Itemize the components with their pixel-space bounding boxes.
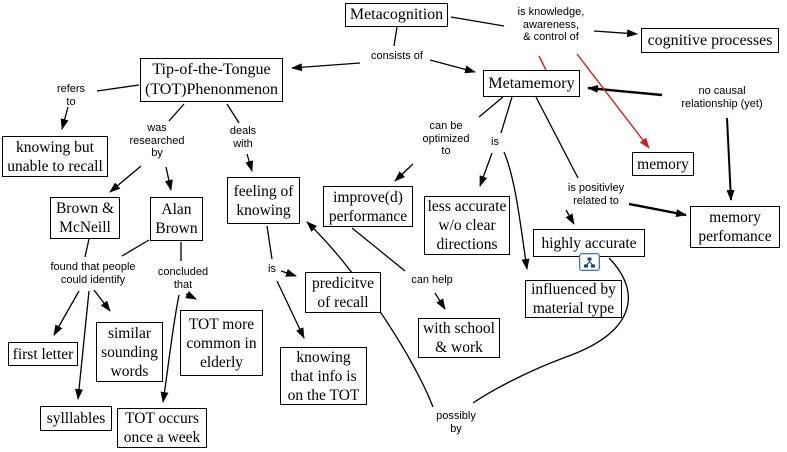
link-label-can-be-optimized-to: can be optimized to bbox=[422, 120, 470, 157]
edge-consistsof-tot bbox=[291, 62, 361, 72]
edge-ispositively-highlyaccurate bbox=[565, 209, 575, 225]
edge-improved-canhelp bbox=[351, 227, 406, 272]
node-tot-once-week[interactable]: TOT occurs once a week bbox=[117, 408, 207, 448]
node-syllables[interactable]: sylllables bbox=[40, 406, 112, 431]
edge-metacognition-isknowledge bbox=[450, 16, 505, 27]
node-feeling-of-knowing[interactable]: feeling of knowing bbox=[227, 177, 300, 224]
edge-tot-refersto bbox=[96, 84, 140, 92]
node-metamemory[interactable]: Metamemory bbox=[483, 70, 580, 97]
link-label-no-causal: no causal relationship (yet) bbox=[681, 85, 763, 110]
link-label-is-knowledge: is knowledge, awareness, & control of bbox=[517, 6, 585, 43]
link-label-deals-with: deals with bbox=[229, 125, 257, 150]
node-knowing-but-unable[interactable]: knowing but unable to recall bbox=[2, 136, 108, 177]
mini-cmap-glyph bbox=[584, 257, 595, 267]
link-label-can-help: can help bbox=[411, 274, 453, 286]
link-label-is-positively-related: is positivley related to bbox=[567, 182, 625, 207]
node-knowing-info-tot[interactable]: knowing that info is on the TOT bbox=[280, 347, 367, 405]
node-influenced-by-material[interactable]: influenced by material type bbox=[525, 280, 622, 318]
link-label-is-fok: is bbox=[268, 263, 276, 275]
node-similar-sounding[interactable]: similar sounding words bbox=[96, 322, 163, 382]
edge-alanbrown-foundthat bbox=[121, 239, 150, 257]
edge-metacognition-consistsof bbox=[393, 26, 398, 47]
edge-foundthat-syllables bbox=[75, 290, 90, 400]
edge-is-lessaccurate bbox=[479, 152, 493, 187]
link-label-was-researched-by: was researched by bbox=[129, 122, 185, 159]
edge-is-predictive bbox=[280, 269, 297, 277]
node-tot-phenomenon[interactable]: Tip-of-the-Tongue (TOT)Phenonmenon bbox=[140, 58, 283, 102]
edge-tot-dealswith bbox=[226, 103, 240, 124]
edge-isknowledge-cognitiveprocesses bbox=[593, 29, 638, 38]
edge-wasresearched-alanbrown bbox=[164, 166, 173, 191]
link-label-concluded-that: concluded that bbox=[157, 266, 209, 291]
node-with-school-work[interactable]: with school & work bbox=[418, 318, 500, 358]
link-label-possibly-by: possibly by bbox=[436, 410, 476, 435]
edge-foundthat-similarsounding bbox=[93, 289, 111, 312]
linked-cmap-resource-icon[interactable] bbox=[579, 253, 600, 271]
edge-concludedthat-totelderly bbox=[185, 290, 197, 300]
edge-foundthat-firstletter bbox=[53, 290, 80, 336]
node-improved-performance[interactable]: improve(d) performance bbox=[323, 186, 413, 227]
node-first-letter[interactable]: first letter bbox=[8, 342, 78, 366]
edge-canbeoptimized-improved bbox=[394, 163, 414, 182]
edge-feeling-is bbox=[266, 225, 273, 260]
node-alan-brown[interactable]: Alan Brown bbox=[150, 197, 203, 241]
node-memory-performance[interactable]: memory perfomance bbox=[690, 206, 780, 248]
edge-brownmcneill-foundthat bbox=[84, 238, 90, 258]
edge-metamemory-is bbox=[500, 96, 513, 134]
edge-metamemory-ispositively bbox=[535, 96, 579, 179]
edge-metamemory-canbeoptimized bbox=[478, 96, 504, 118]
edge-nocausal-memoryperformance bbox=[726, 117, 735, 201]
edge-consistsof-metamemory bbox=[429, 59, 476, 74]
node-predictive-of-recall[interactable]: predicitve of recall bbox=[305, 272, 381, 313]
edge-concludedthat-totweek bbox=[160, 294, 180, 403]
node-less-accurate[interactable]: less accurate w/o clear directions bbox=[424, 196, 510, 255]
edge-refersto-knowingbut bbox=[60, 106, 69, 130]
link-label-is-metamemory: is bbox=[491, 136, 499, 148]
edge-canhelp-withschool bbox=[434, 292, 446, 310]
edge-nocausal-metamemory bbox=[587, 84, 663, 97]
node-highly-accurate[interactable]: highly accurate bbox=[533, 229, 645, 257]
edge-is-influencedby bbox=[503, 151, 530, 270]
node-tot-elderly[interactable]: TOT more common in elderly bbox=[180, 310, 263, 376]
node-brown-mcneill[interactable]: Brown & McNeill bbox=[50, 197, 120, 239]
node-metacognition[interactable]: Metacognition bbox=[345, 3, 448, 27]
link-label-consists-of: consists of bbox=[371, 50, 423, 62]
edge-highlyaccurate-possiblyby bbox=[472, 257, 629, 404]
edge-dealswith-feeling bbox=[245, 153, 254, 172]
edge-red-isknowledge-memory bbox=[576, 53, 650, 149]
edge-ispositively-memoryperformance bbox=[628, 202, 687, 218]
node-memory[interactable]: memory bbox=[632, 152, 694, 176]
edge-red-isknowledge-metamemory bbox=[538, 55, 547, 71]
node-cognitive-processes[interactable]: cognitive processes bbox=[641, 28, 779, 53]
link-label-refers-to: refers to bbox=[56, 83, 86, 108]
link-label-found-that-people: found that people could identify bbox=[50, 261, 136, 286]
edge-wasresearched-brownmcneill bbox=[109, 165, 142, 193]
edge-is-knowinginfo bbox=[276, 280, 305, 339]
edge-tot-wasresearched bbox=[168, 103, 185, 122]
